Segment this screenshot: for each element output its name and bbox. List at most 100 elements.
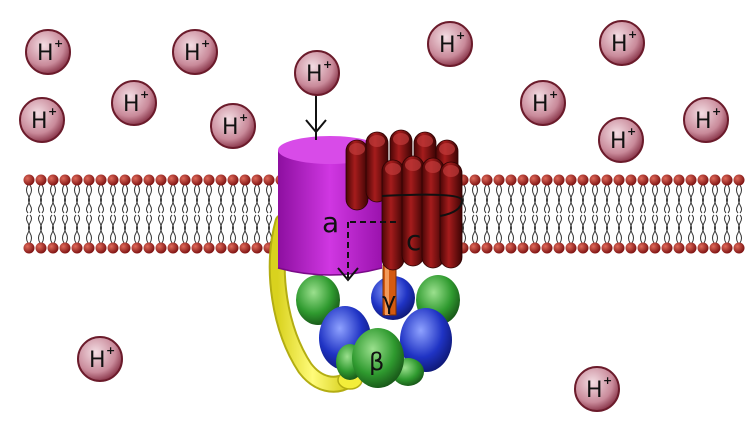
lipid-tail [64, 184, 68, 214]
lipid-head [505, 242, 517, 254]
lipid-head [143, 174, 155, 186]
lipid-tail [676, 214, 680, 244]
lipid-tail [256, 184, 260, 214]
lipid-tail [546, 214, 550, 244]
lipid-tail [462, 184, 466, 214]
lipid-head [203, 174, 215, 186]
lipid-head [649, 242, 661, 254]
lipid-head [215, 242, 227, 254]
lipid-tail [534, 184, 538, 214]
proton-charge: + [323, 58, 332, 71]
lipid-tail [558, 184, 562, 214]
lipid-tail [664, 184, 668, 214]
lipid-head [577, 242, 589, 254]
label-c: c [406, 224, 421, 257]
lipid-tail [112, 184, 116, 214]
lipid-tail [230, 184, 234, 214]
lipid-head [227, 242, 239, 254]
lipid-tail [242, 184, 246, 214]
lipid-tail [664, 214, 668, 244]
lipid-head [167, 242, 179, 254]
lipid-tail [182, 184, 186, 214]
proton-charge: + [456, 29, 465, 42]
lipid-head [613, 242, 625, 254]
lipid-tail [712, 184, 716, 214]
proton-ion: H+ [574, 366, 620, 412]
lipid-head [529, 242, 541, 254]
lipid-tail [736, 214, 740, 244]
lipid-head [95, 174, 107, 186]
proton-symbol: H [89, 348, 106, 373]
lipid-head [613, 174, 625, 186]
lipid-head [565, 242, 577, 254]
lipid-tail [556, 214, 560, 244]
lipid-tail [532, 214, 536, 244]
lipid-head [35, 174, 47, 186]
protons: H+H+H+H+H+H+H+H+H+H+H+H+H+ [19, 20, 729, 412]
lipid-tail [582, 214, 586, 244]
lipid-tail [462, 214, 466, 244]
lipid-head [107, 242, 119, 254]
c-subunit-rod [439, 161, 463, 269]
lipid-tail [148, 214, 152, 244]
lipid-tail [522, 214, 526, 244]
lipid-tail [592, 184, 596, 214]
lipid-tail [678, 184, 682, 214]
lipid-tail [606, 214, 610, 244]
lipid-tail [146, 184, 150, 214]
lipid-tail [244, 214, 248, 244]
lipid-head [493, 242, 505, 254]
lipid-tail [76, 184, 80, 214]
proton-symbol: H [695, 109, 712, 134]
proton-ion: H+ [598, 117, 644, 163]
lipid-tail [472, 184, 476, 214]
proton-symbol: H [610, 129, 627, 154]
lipid-tail [508, 214, 512, 244]
lipid-tail [534, 214, 538, 244]
lipid-head [529, 174, 541, 186]
lipid-head [239, 174, 251, 186]
lipid-head [71, 174, 83, 186]
c-ring [345, 129, 463, 271]
lipid-tail [40, 214, 44, 244]
lipid-head [95, 242, 107, 254]
lipid-head [131, 174, 143, 186]
lipid-head [155, 174, 167, 186]
lipid-head [565, 174, 577, 186]
lipid-tail [666, 184, 670, 214]
lipid-tail [702, 184, 706, 214]
lipid-head [119, 174, 131, 186]
lipid-tail [122, 184, 126, 214]
lipid-tail [592, 214, 596, 244]
lipid-tail [532, 184, 536, 214]
lipid-head [23, 242, 35, 254]
lipid-head [155, 242, 167, 254]
lipid-tail [510, 184, 514, 214]
lipid-head [709, 242, 721, 254]
lipid-tail [196, 184, 200, 214]
lipid-tail [86, 214, 90, 244]
lipid-tail [640, 184, 644, 214]
lipid-head [191, 242, 203, 254]
lipid-tail [580, 214, 584, 244]
lipid-tail [136, 214, 140, 244]
lipid-head [673, 174, 685, 186]
lipid-tail [642, 184, 646, 214]
lipid-tail [580, 184, 584, 214]
lipid-tail [486, 214, 490, 244]
lipid-head [215, 174, 227, 186]
proton-ion: H+ [77, 336, 123, 382]
lipid-head [541, 242, 553, 254]
lipid-tail [218, 214, 222, 244]
lipid-tail [498, 184, 502, 214]
lipid-head [167, 174, 179, 186]
lipid-tail [666, 214, 670, 244]
lipid-tail [184, 214, 188, 244]
proton-charge: + [549, 88, 558, 101]
lipid-tail [736, 184, 740, 214]
lipid-tail [110, 214, 114, 244]
lipid-tail [268, 184, 272, 214]
proton-charge: + [140, 88, 149, 101]
lipid-tail [28, 184, 32, 214]
lipid-tail [26, 214, 30, 244]
